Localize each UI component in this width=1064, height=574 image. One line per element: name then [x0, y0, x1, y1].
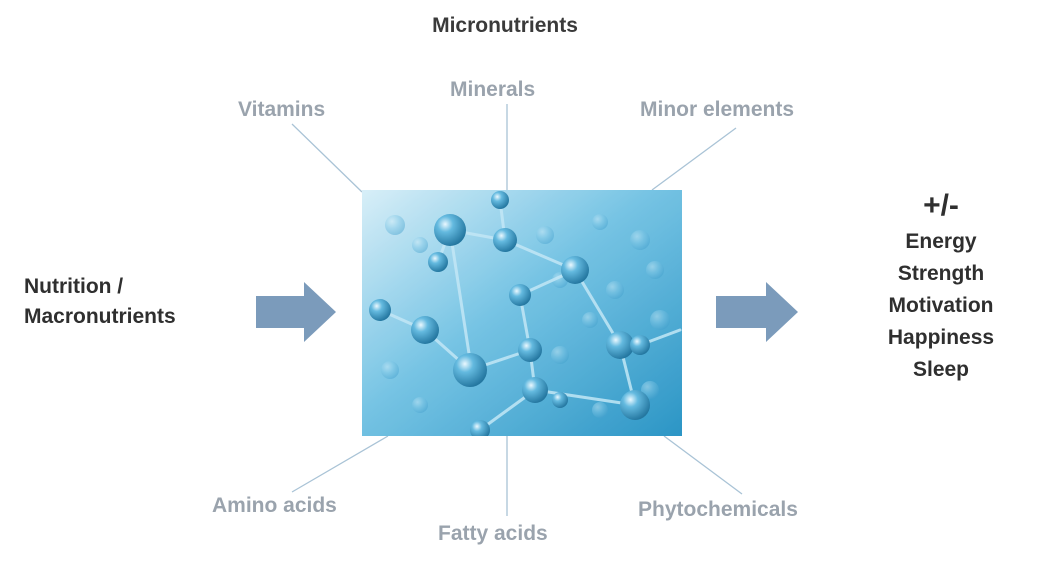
- label-minor-elements: Minor elements: [640, 98, 795, 121]
- label-vitamins: Vitamins: [238, 98, 326, 121]
- output-arrow: [716, 282, 798, 342]
- input-arrow: [256, 282, 336, 342]
- connector-minor-elements: [651, 127, 737, 191]
- connector-amino-acids: [291, 435, 389, 493]
- input-label: Nutrition / Macronutrients: [24, 272, 176, 332]
- output-item-strength: Strength: [897, 262, 985, 285]
- connector-vitamins: [291, 123, 363, 193]
- output-item-sleep: Sleep: [912, 358, 970, 381]
- label-phytochemicals: Phytochemicals: [638, 498, 798, 521]
- connector-phytochemicals: [663, 435, 743, 495]
- output-block: +/- Energy Strength Motivation Happiness…: [856, 186, 1026, 386]
- input-label-line2: Macronutrients: [24, 305, 176, 328]
- output-item-motivation: Motivation: [888, 294, 994, 317]
- molecule-image: [362, 190, 682, 436]
- output-sign: +/-: [923, 189, 959, 222]
- diagram-title: Micronutrients: [432, 14, 578, 37]
- input-label-line1: Nutrition /: [24, 275, 124, 298]
- output-item-happiness: Happiness: [887, 326, 995, 349]
- label-minerals: Minerals: [450, 78, 536, 101]
- label-amino-acids: Amino acids: [212, 494, 337, 517]
- output-item-energy: Energy: [905, 230, 977, 253]
- label-fatty-acids: Fatty acids: [438, 522, 548, 545]
